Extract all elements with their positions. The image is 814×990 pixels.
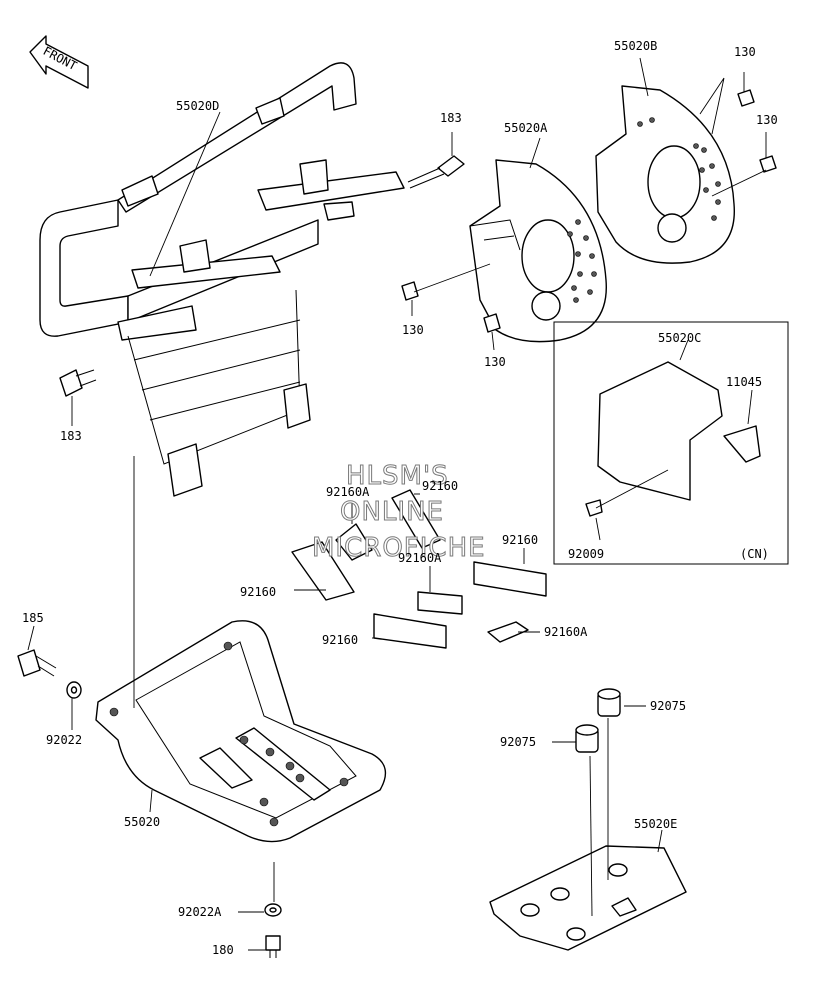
bolts-130 — [401, 89, 777, 333]
brake-cover-55020a — [469, 159, 607, 343]
callout-92160-4: 92160 — [322, 633, 358, 647]
kit-box-cn — [553, 321, 789, 565]
callout-55020d: 55020D — [176, 99, 219, 113]
stickers-92160 — [291, 489, 547, 649]
callout-180: 180 — [212, 943, 234, 957]
callout-92022a: 92022A — [178, 905, 222, 919]
callout-55020a: 55020A — [504, 121, 548, 135]
callout-92160-3: 92160 — [240, 585, 276, 599]
watermark-line2: ONLINE — [340, 497, 444, 527]
watermark-line3: MICROFICHE — [312, 533, 486, 563]
callout-92075-b: 92075 — [500, 735, 536, 749]
front-guard-55020d — [39, 62, 405, 497]
bolt-183-top — [407, 155, 465, 189]
callout-183-left: 183 — [60, 429, 82, 443]
watermark: HLSM'S ONLINE MICROFICHE — [312, 461, 486, 564]
callout-130-a: 130 — [734, 45, 756, 59]
callout-92160a-1: 92160A — [326, 485, 370, 499]
brake-cover-55020b — [595, 85, 735, 264]
callout-55020: 55020 — [124, 815, 160, 829]
callout-92160a-3: 92160A — [544, 625, 588, 639]
skid-plate-55020 — [95, 620, 387, 843]
callout-55020c: 55020C — [658, 331, 701, 345]
callout-55020b: 55020B — [614, 39, 657, 53]
callout-11045: 11045 — [726, 375, 762, 389]
brake-cover-55020a-holes — [567, 219, 597, 303]
callout-130-b: 130 — [756, 113, 778, 127]
callout-130-d: 130 — [484, 355, 506, 369]
callout-cn: (CN) — [740, 547, 769, 561]
callout-labels: 55020D 55020B 130 130 183 55020A 130 130… — [22, 39, 778, 957]
callout-130-c: 130 — [402, 323, 424, 337]
bolt-185-washer-92022 — [17, 649, 82, 699]
callout-92160-1: 92160 — [422, 479, 458, 493]
callout-92022: 92022 — [46, 733, 82, 747]
washer-92022a-bolt-180 — [264, 903, 282, 958]
spacers-92075 — [575, 688, 621, 753]
front-arrow: FRONT — [29, 35, 89, 89]
callout-92160a-2: 92160A — [398, 551, 442, 565]
callout-92075-a: 92075 — [650, 699, 686, 713]
brake-cover-55020b-holes — [637, 117, 721, 221]
callout-92009: 92009 — [568, 547, 604, 561]
callout-55020e: 55020E — [634, 817, 677, 831]
callout-183-top: 183 — [440, 111, 462, 125]
callout-92160-2: 92160 — [502, 533, 538, 547]
plate-55020e — [489, 845, 687, 951]
callout-185: 185 — [22, 611, 44, 625]
bolt-183-left — [59, 369, 97, 397]
watermark-line1: HLSM'S — [346, 461, 449, 491]
leader-lines — [27, 57, 767, 951]
